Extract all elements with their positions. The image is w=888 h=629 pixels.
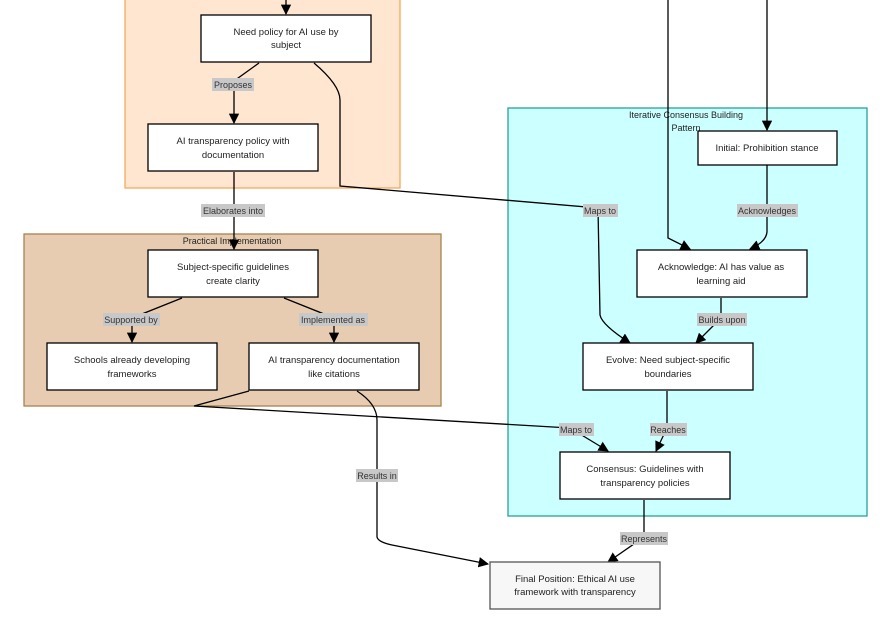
edge-results-in xyxy=(356,390,490,568)
svg-text:Reaches: Reaches xyxy=(650,425,686,435)
svg-text:Implemented as: Implemented as xyxy=(301,315,366,325)
svg-text:Proposes: Proposes xyxy=(214,80,253,90)
edge-label-represents: Represents xyxy=(620,532,668,545)
edge-label-proposes: Proposes xyxy=(212,78,254,91)
node-consensus-line1: Consensus: Guidelines with xyxy=(586,464,703,475)
node-acknowledge-line2: learning aid xyxy=(696,276,745,287)
node-acknowledge: Acknowledge: AI has value as learning ai… xyxy=(636,249,808,298)
node-transparency-policy-line1: AI transparency policy with xyxy=(177,136,290,147)
node-schools-frameworks-line2: frameworks xyxy=(107,369,156,380)
cluster-iterative-title-line1: Iterative Consensus Building xyxy=(629,110,743,120)
node-final: Final Position: Ethical AI use framework… xyxy=(489,561,661,610)
node-evolve: Evolve: Need subject-specific boundaries xyxy=(582,342,754,391)
node-transparency-policy-line2: documentation xyxy=(202,150,264,161)
node-final-line1: Final Position: Ethical AI use xyxy=(515,574,635,585)
edge-maps-to-2 xyxy=(193,390,609,452)
svg-text:Represents: Represents xyxy=(621,534,668,544)
svg-text:Results in: Results in xyxy=(357,471,397,481)
edge-label-reaches: Reaches xyxy=(650,423,687,436)
node-final-line2: framework with transparency xyxy=(514,587,636,598)
node-schools-frameworks-line1: Schools already developing xyxy=(74,355,190,366)
svg-text:Supported by: Supported by xyxy=(104,315,158,325)
node-evolve-line2: boundaries xyxy=(644,369,691,380)
edge-label-supported-by: Supported by xyxy=(103,313,160,326)
edge-label-implemented-as: Implemented as xyxy=(299,313,368,326)
node-schools-frameworks: Schools already developing frameworks xyxy=(46,342,218,391)
node-need-policy-line1: Need policy for AI use by xyxy=(233,27,338,38)
edge-label-results-in: Results in xyxy=(356,469,398,482)
node-ai-documentation-line1: AI transparency documentation xyxy=(268,355,400,366)
node-consensus: Consensus: Guidelines with transparency … xyxy=(559,451,731,500)
svg-text:Elaborates into: Elaborates into xyxy=(203,206,263,216)
node-initial: Initial: Prohibition stance xyxy=(697,130,838,166)
edge-acknowledges xyxy=(749,165,768,251)
edge-incoming-acknowledge xyxy=(667,0,691,250)
cluster-iterative-title-line2: Pattern xyxy=(671,123,700,133)
node-subject-guidelines-line1: Subject-specific guidelines xyxy=(177,262,289,273)
node-ai-documentation-line2: like citations xyxy=(308,369,360,380)
node-need-policy-line2: subject xyxy=(271,40,301,51)
edge-label-builds-upon: Builds upon xyxy=(697,313,747,326)
node-subject-guidelines-line2: create clarity xyxy=(206,276,260,287)
node-transparency-policy: AI transparency policy with documentatio… xyxy=(147,123,319,172)
edge-label-maps-to-2: Maps to xyxy=(559,423,594,436)
node-acknowledge-line1: Acknowledge: AI has value as xyxy=(658,262,784,273)
svg-text:Maps to: Maps to xyxy=(584,206,616,216)
cluster-iterative-consensus: Iterative Consensus Building Pattern xyxy=(507,107,868,517)
node-evolve-line1: Evolve: Need subject-specific xyxy=(606,355,730,366)
node-need-policy: Need policy for AI use by subject xyxy=(200,14,372,63)
edge-maps-to-1 xyxy=(313,62,631,344)
node-subject-guidelines: Subject-specific guidelines create clari… xyxy=(147,249,319,298)
edge-label-maps-to-1: Maps to xyxy=(583,204,618,217)
cluster-practical-title: Practical Implementation xyxy=(183,236,282,246)
edge-label-acknowledges: Acknowledges xyxy=(737,204,798,217)
node-initial-line1: Initial: Prohibition stance xyxy=(716,143,819,154)
svg-text:Builds upon: Builds upon xyxy=(698,315,745,325)
svg-text:Acknowledges: Acknowledges xyxy=(738,206,797,216)
edges xyxy=(126,0,773,568)
node-consensus-line2: transparency policies xyxy=(600,478,689,489)
svg-text:Maps to: Maps to xyxy=(560,425,592,435)
node-ai-documentation: AI transparency documentation like citat… xyxy=(248,342,420,391)
edge-label-elaborates-into: Elaborates into xyxy=(201,204,265,217)
